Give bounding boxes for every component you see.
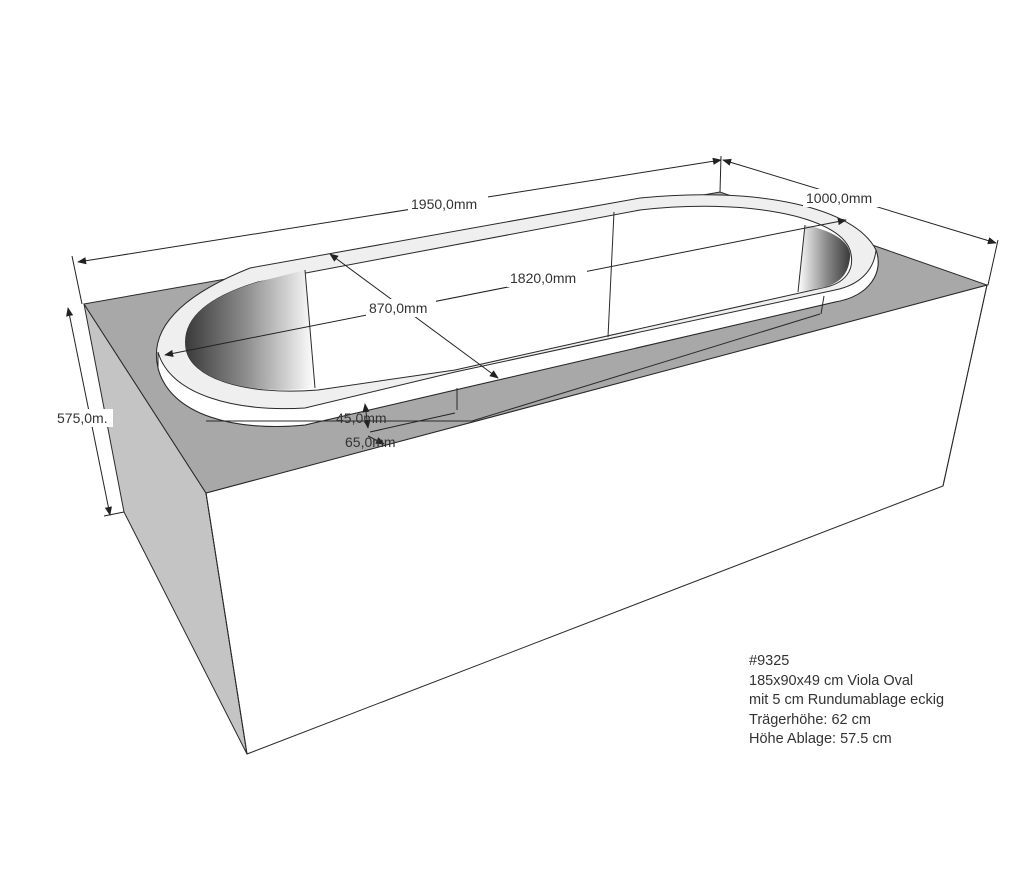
dim-label-inner-width: 870,0mm (369, 300, 427, 316)
dim-label-height: 575,0m. (57, 410, 108, 426)
dim-line-rim-outer (369, 412, 456, 433)
dim-ext-length-right (719, 155, 722, 193)
tub-rim-front-edge (157, 249, 879, 428)
dim-label-bg-length (408, 195, 488, 213)
product-model: 185x90x49 cm Viola Oval (749, 672, 914, 689)
product-info: #9325 185x90x49 cm Viola Oval mit 5 cm R… (749, 652, 944, 750)
dim-label-bg-width (803, 189, 883, 207)
dim-label-bg-inner-length (507, 269, 587, 287)
dim-ext-length-left (71, 255, 83, 305)
dim-label-length: 1950,0mm (411, 196, 477, 212)
carrier-vertical-edge (205, 492, 248, 755)
dim-line-rim-outer-tick (367, 435, 385, 445)
product-id: #9325 (749, 653, 790, 669)
dim-label-bg-height (55, 409, 113, 427)
dim-label-rim-inner: 45,0mm (336, 410, 387, 426)
product-shelf-height: Höhe Ablage: 57.5 cm (749, 731, 892, 748)
dim-label-bg-inner-width (366, 299, 436, 317)
dim-line-inner-length (164, 218, 847, 357)
product-carrier-height: Trägerhöhe: 62 cm (749, 711, 871, 728)
dim-label-rim-outer: 65,0mm (345, 434, 396, 450)
carrier-back-edge (942, 284, 988, 487)
dim-line-rim-inner (362, 403, 371, 429)
product-shelf: mit 5 cm Rundumablage eckig (749, 692, 945, 709)
dim-ext-width-right (987, 239, 999, 286)
dim-label-width: 1000,0mm (806, 190, 872, 206)
dim-label-inner-length: 1820,0mm (510, 270, 576, 286)
dim-ext-height-bottom (103, 511, 125, 517)
